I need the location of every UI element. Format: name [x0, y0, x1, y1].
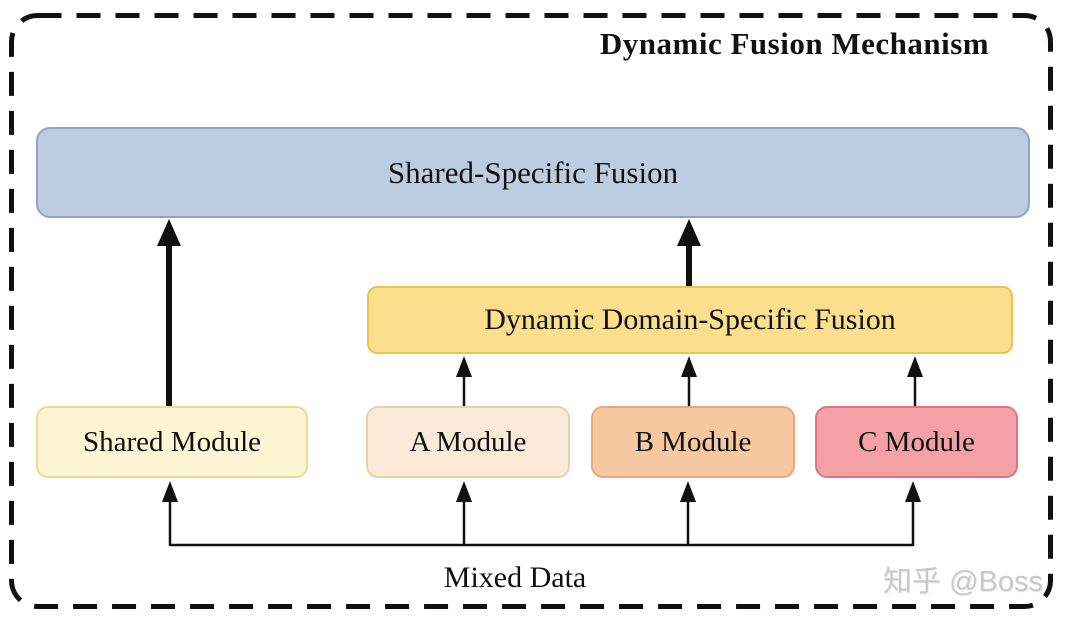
- edge-mixeddata-to-b: [680, 481, 696, 546]
- node-dynamic-domain-specific-fusion: Dynamic Domain-Specific Fusion: [367, 286, 1013, 354]
- node-shared-module: Shared Module: [36, 406, 308, 478]
- mixed-data-label: Mixed Data: [443, 561, 587, 594]
- edge-b-to-domainfusion: [681, 356, 697, 406]
- edge-a-to-domainfusion: [456, 356, 472, 406]
- edge-mixeddata-to-c: [905, 481, 921, 546]
- edge-shared-to-fusion: [157, 219, 181, 406]
- node-a-module-label: A Module: [409, 425, 527, 458]
- node-shared-specific-fusion: Shared-Specific Fusion: [36, 127, 1030, 218]
- edge-mixeddata-to-a: [456, 481, 472, 546]
- diagram-title: Dynamic Fusion Mechanism: [599, 26, 990, 61]
- edge-domainfusion-to-fusion: [677, 219, 701, 287]
- node-a-module: A Module: [366, 406, 570, 478]
- node-shared-module-label: Shared Module: [83, 425, 261, 458]
- node-dynamic-domain-specific-fusion-label: Dynamic Domain-Specific Fusion: [484, 303, 896, 336]
- node-b-module-label: B Module: [634, 425, 752, 458]
- node-shared-specific-fusion-label: Shared-Specific Fusion: [387, 154, 679, 190]
- edge-mixeddata-to-shared: [162, 481, 178, 546]
- node-c-module-label: C Module: [858, 425, 975, 458]
- edge-c-to-domainfusion: [907, 356, 923, 406]
- watermark: 知乎 @Boss: [883, 566, 1043, 598]
- node-c-module: C Module: [815, 406, 1018, 478]
- node-b-module: B Module: [591, 406, 795, 478]
- dashed-frame: [9, 13, 1053, 609]
